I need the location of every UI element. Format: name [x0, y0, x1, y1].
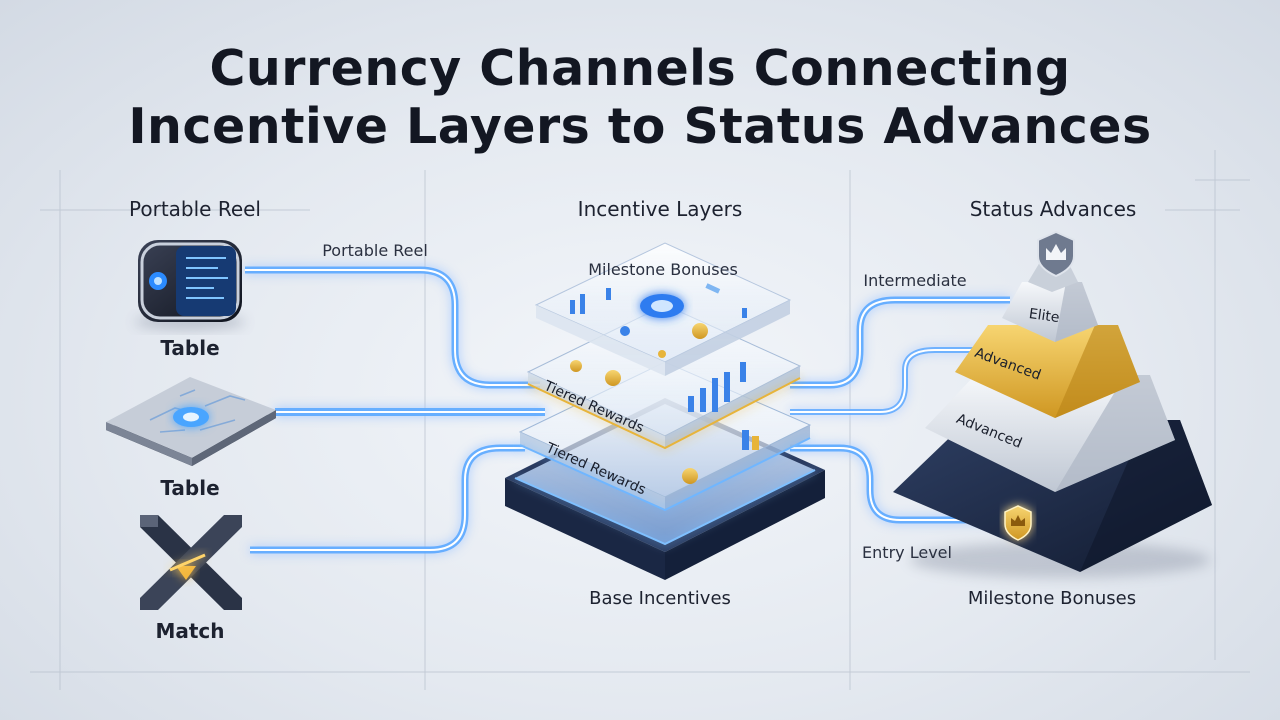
layer-label-top: Milestone Bonuses — [588, 260, 738, 279]
incentive-layer-stack — [505, 242, 825, 580]
layer-milestone-bonuses — [534, 242, 792, 376]
title-line-1: Currency Channels Connecting — [209, 40, 1071, 97]
crossed-bars-icon — [140, 515, 242, 610]
currency-channels — [245, 266, 1010, 554]
column-header-right: Status Advances — [969, 197, 1137, 221]
column-header-left: Portable Reel — [129, 197, 261, 221]
channel-bottom-left — [250, 444, 525, 554]
channel-top-left — [245, 266, 540, 389]
background-grid — [30, 150, 1250, 690]
page-title: Currency Channels Connecting Incentive L… — [0, 40, 1280, 156]
status-pyramid — [893, 230, 1212, 578]
layer-label-base: Base Incentives — [589, 588, 731, 609]
channel-label-top-right: Intermediate — [863, 271, 967, 290]
crown-shield-icon — [1037, 230, 1075, 278]
channel-label-top-left: Portable Reel — [322, 241, 428, 260]
channel-label-bottom-right: Entry Level — [862, 543, 952, 562]
source-label-3: Match — [155, 619, 225, 643]
gold-shield-icon — [1004, 505, 1032, 541]
pyramid-label-footer: Milestone Bonuses — [967, 588, 1137, 609]
circuit-board-icon — [106, 377, 276, 466]
reel-device-icon — [135, 240, 245, 330]
title-line-2: Incentive Layers to Status Advances — [128, 98, 1152, 155]
source-label-1: Table — [160, 336, 220, 360]
source-label-2: Table — [160, 476, 220, 500]
column-header-center: Incentive Layers — [577, 197, 743, 221]
